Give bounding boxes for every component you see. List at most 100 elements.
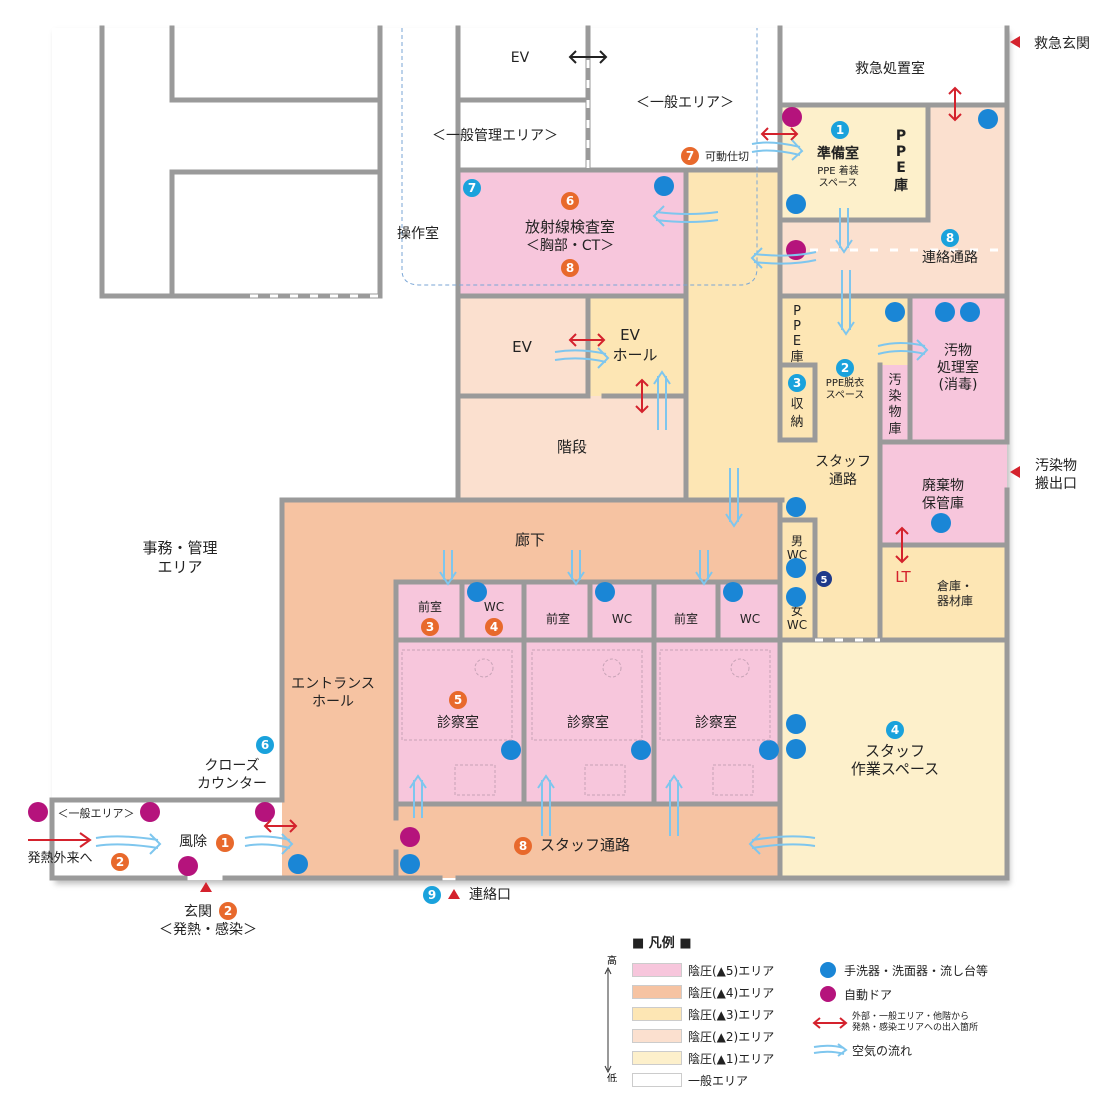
label-general-area: ＜一般エリア＞: [636, 95, 734, 111]
label-anteroom-1: 前室: [418, 599, 442, 614]
label-stairs: 階段: [557, 438, 587, 456]
svg-text:1: 1: [836, 123, 844, 137]
label-contaminated-store-3: 物: [888, 405, 901, 420]
svg-text:4: 4: [891, 723, 899, 737]
label-emergency-entrance: 救急玄関: [1034, 35, 1090, 52]
legend-autodoor: 自動ドア: [844, 987, 893, 1002]
label-office-2: エリア: [157, 558, 202, 576]
label-ppe-store-top-4: 庫: [894, 177, 908, 194]
badge-5-wc: 5: [816, 571, 832, 587]
badges: 1 7 7 6 8 8 2 3 5 3 4 5 4 6 1 2 8 2 9: [111, 121, 959, 920]
label-office-1: 事務・管理: [142, 539, 217, 557]
label-ev-hall-2: ホール: [612, 346, 657, 364]
label-exam-room-1: 診察室: [437, 714, 479, 731]
label-radiology-1: 放射線検査室: [525, 218, 615, 236]
dashed-boundaries: [401, 28, 758, 286]
legend-sink: 手洗器・洗面器・流し台等: [844, 963, 989, 978]
label-ev-top: EV: [511, 50, 530, 66]
svg-text:2: 2: [841, 361, 849, 375]
label-staff-work-1: スタッフ: [865, 742, 925, 760]
badge-3-anteroom: 3: [421, 618, 439, 636]
label-waste-store-2: 保管庫: [922, 495, 964, 512]
badge-2-fever: 2: [111, 853, 129, 871]
ev-mid-area: [458, 296, 588, 396]
svg-text:2: 2: [116, 855, 124, 869]
legend-airflow-icon: [813, 1043, 848, 1057]
badge-8-staff: 8: [514, 837, 532, 855]
badge-2-ppe: 2: [836, 359, 854, 377]
badge-7-partition: 7: [681, 147, 699, 165]
label-ppe-store-top-1: P: [896, 128, 906, 144]
svg-text:3: 3: [426, 620, 434, 634]
label-windbreak: 風除: [179, 834, 207, 850]
label-contaminated-store-1: 汚: [888, 373, 901, 388]
legend-title: ■ 凡例 ■: [632, 936, 692, 951]
label-ppe-store-mid-4: 庫: [790, 350, 803, 365]
label-staff-passage-2: 通路: [829, 472, 857, 488]
label-counter-2: カウンター: [197, 776, 267, 792]
label-ppe-store-top-2: P: [896, 144, 906, 160]
label-contaminated-exit-2: 搬出口: [1035, 476, 1077, 492]
svg-text:6: 6: [566, 194, 574, 208]
auto-doors: [28, 107, 806, 876]
badge-8-corridor: 8: [941, 229, 959, 247]
svg-text:2: 2: [224, 904, 232, 918]
svg-text:8: 8: [519, 839, 527, 853]
label-counter-1: クローズ: [204, 758, 259, 774]
label-ppe-remove-2: スペース: [826, 390, 865, 401]
label-connection-door: 連絡口: [469, 887, 511, 903]
label-staff-passage-bottom: スタッフ通路: [540, 836, 630, 854]
label-fever-outpatient: 発熱外来へ: [27, 851, 92, 866]
room-labels: EV ＜一般エリア＞ ＜一般管理エリア＞ 救急処置室 救急玄関 準備室 PPE …: [27, 35, 1090, 938]
svg-text:8: 8: [946, 231, 954, 245]
label-ppe-store-top-3: E: [896, 160, 906, 176]
label-anteroom-2: 前室: [546, 611, 570, 626]
legend-level3: 陰圧(▲3)エリア: [688, 1007, 775, 1022]
label-male-wc-1: 男: [791, 534, 803, 548]
label-corridor-link: 連絡通路: [922, 250, 978, 266]
svg-text:9: 9: [428, 888, 436, 902]
label-exam-room-3: 診察室: [695, 714, 737, 731]
legend-level4: 陰圧(▲4)エリア: [688, 985, 775, 1000]
staff-work-area: [780, 640, 1007, 878]
label-soiled-room-2: 処理室: [937, 359, 979, 376]
label-entrance-1: 玄関: [184, 903, 212, 920]
badge-9-connection: 9: [423, 886, 441, 904]
label-wc-1: WC: [484, 600, 504, 614]
badge-5-exam: 5: [449, 691, 467, 709]
stairs-area: [458, 396, 686, 500]
label-soiled-room-1: 汚物: [944, 343, 972, 359]
label-radiology-2: ＜胸部・CT＞: [526, 238, 614, 254]
badge-2-entrance: 2: [219, 902, 237, 920]
legend-level5: 陰圧(▲5)エリア: [688, 963, 775, 978]
label-entrance-2: ＜発熱・感染＞: [159, 921, 257, 938]
sinks: [288, 109, 998, 874]
contaminated-exit-marker: [1010, 466, 1020, 478]
legend-level2: 陰圧(▲2)エリア: [688, 1029, 775, 1044]
legend-access-arrow-icon: [812, 1017, 848, 1029]
badge-3-storage: 3: [788, 374, 806, 392]
svg-text:5: 5: [821, 575, 828, 586]
badge-1-prep: 1: [831, 121, 849, 139]
label-ppe-store-mid-1: P: [793, 304, 801, 319]
scale-high: 高: [607, 954, 617, 967]
label-entrance-hall-2: ホール: [312, 694, 354, 710]
label-exam-room-2: 診察室: [567, 714, 609, 731]
scale-low: 低: [607, 1072, 617, 1082]
label-anteroom-3: 前室: [674, 611, 698, 626]
label-prep-room: 準備室: [817, 145, 859, 162]
label-ev-hall-1: EV: [620, 326, 640, 344]
label-lt: LT: [895, 568, 911, 586]
label-warehouse-2: 器材庫: [937, 594, 973, 608]
badge-6-counter: 6: [256, 736, 274, 754]
entrance-markers: [200, 36, 1020, 899]
legend: ■ 凡例 ■ 高 低 陰圧(▲5)エリア 陰圧(▲4)エリア 陰圧(▲3)エリア…: [600, 930, 1100, 1110]
walls: [49, 25, 1010, 881]
label-contaminated-store-4: 庫: [888, 422, 901, 437]
interior-dashes: [250, 60, 1007, 642]
label-staff-work-2: 作業スペース: [851, 760, 939, 778]
soiled-room-area: [910, 296, 1007, 442]
legend-airflow: 空気の流れ: [852, 1043, 913, 1058]
label-warehouse-1: 倉庫・: [937, 578, 973, 593]
